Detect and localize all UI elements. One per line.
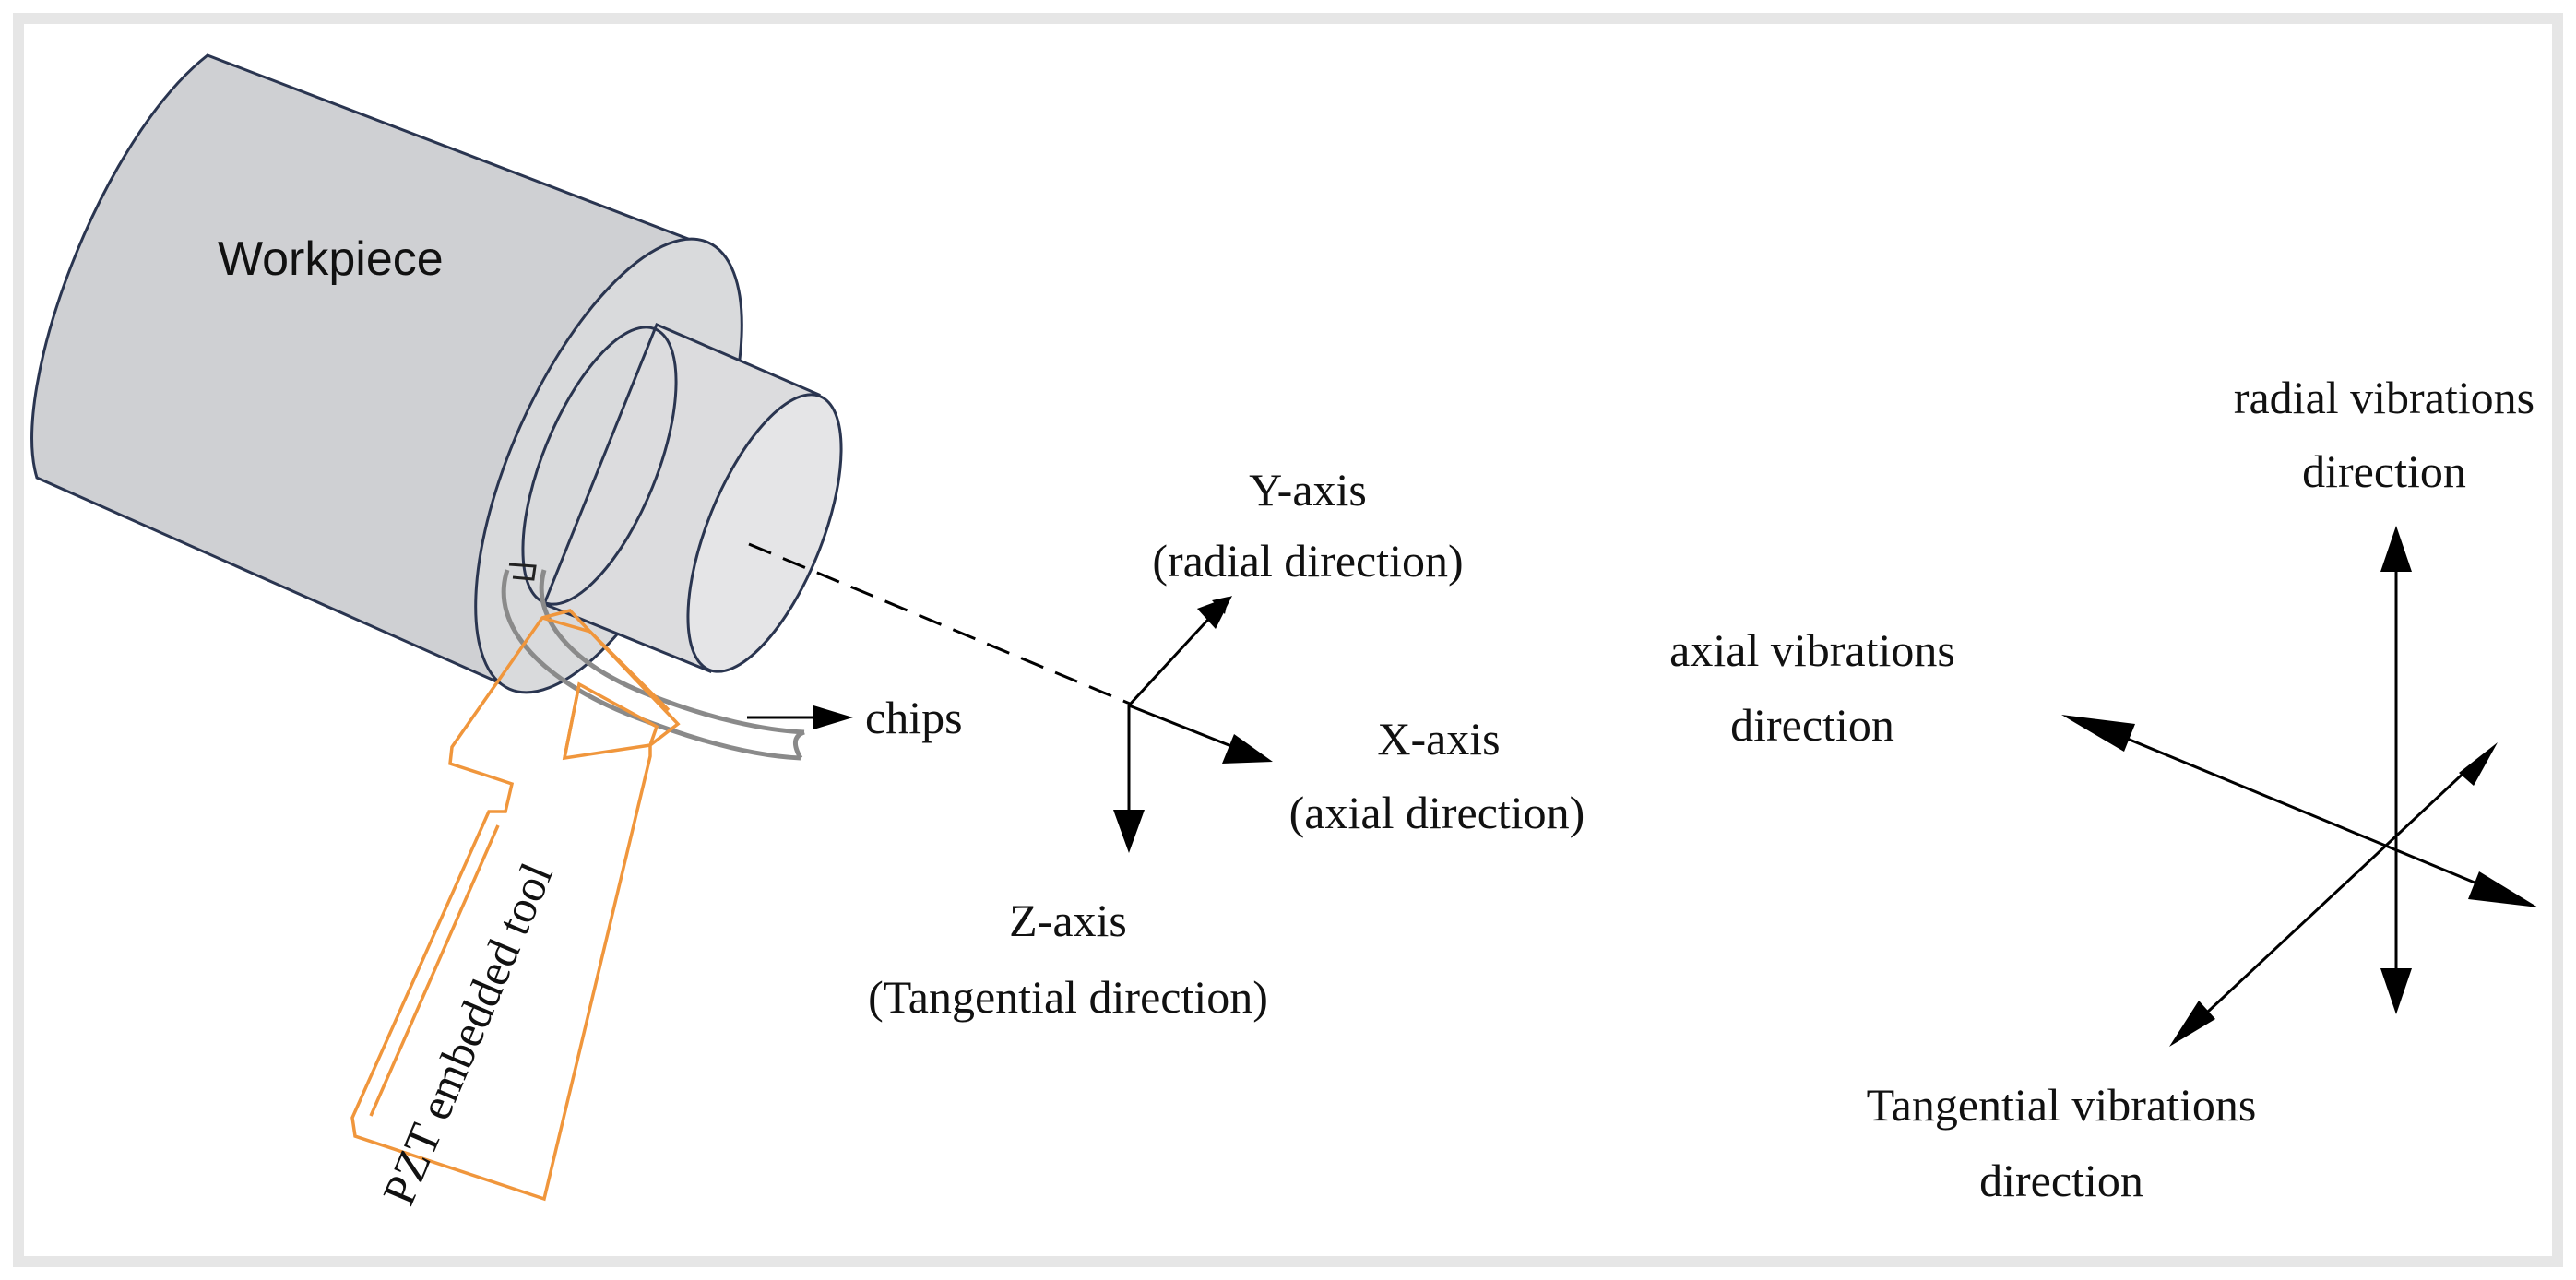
radial-vibration-label-1: radial vibrations: [2234, 372, 2534, 423]
axial-vibration-label-1: axial vibrations: [1669, 624, 1955, 676]
tangential-arrowhead-up: [2459, 742, 2498, 786]
radial-vibration-label-2: direction: [2302, 445, 2466, 497]
tangential-vibration-label-1: Tangential vibrations: [1867, 1079, 2257, 1131]
tool-shank-edge: [369, 824, 500, 1117]
axial-vibration-label-2: direction: [1730, 699, 1894, 751]
workpiece-small-cylinder: [521, 323, 843, 673]
x-axis-arrowhead: [1222, 734, 1273, 764]
axial-vibration-line: [2102, 727, 2491, 891]
workpiece-label: Workpiece: [218, 232, 444, 286]
vibration-axes: [2061, 526, 2538, 1047]
pzt-embedded-tool: [350, 609, 681, 1202]
x-axis-sublabel: (axial direction): [1289, 787, 1585, 838]
tool-insert-line: [563, 683, 581, 759]
z-axis-label: Z-axis: [1009, 895, 1127, 946]
tool-insert-edge: [541, 616, 671, 712]
x-axis-label: X-axis: [1377, 713, 1500, 764]
y-axis-sublabel: (radial direction): [1152, 535, 1463, 587]
axial-arrowhead-left: [2061, 715, 2135, 752]
tool-label: PZT embedded tool: [373, 856, 563, 1213]
small-cylinder-front-face: [686, 393, 843, 673]
chips-pointer-arrow: [747, 705, 853, 729]
y-axis-label: Y-axis: [1249, 464, 1367, 516]
z-axis-sublabel: (Tangential direction): [868, 971, 1268, 1023]
z-axis-arrowhead: [1113, 810, 1145, 853]
y-axis-arrowhead: [1197, 596, 1232, 629]
tangential-vibration-label-2: direction: [1979, 1155, 2143, 1206]
tangential-arrowhead-down: [2169, 1001, 2215, 1047]
chips-curl: [501, 563, 805, 761]
chips-label: chips: [865, 692, 963, 743]
local-axes: [1113, 596, 1273, 853]
spindle-center-line: [748, 542, 1131, 705]
axial-arrowhead-right: [2468, 871, 2538, 907]
radial-arrowhead-up: [2380, 526, 2412, 572]
tool-outline: [350, 609, 681, 1202]
radial-arrowhead-down: [2380, 968, 2412, 1014]
tangential-vibration-line: [2193, 764, 2474, 1025]
